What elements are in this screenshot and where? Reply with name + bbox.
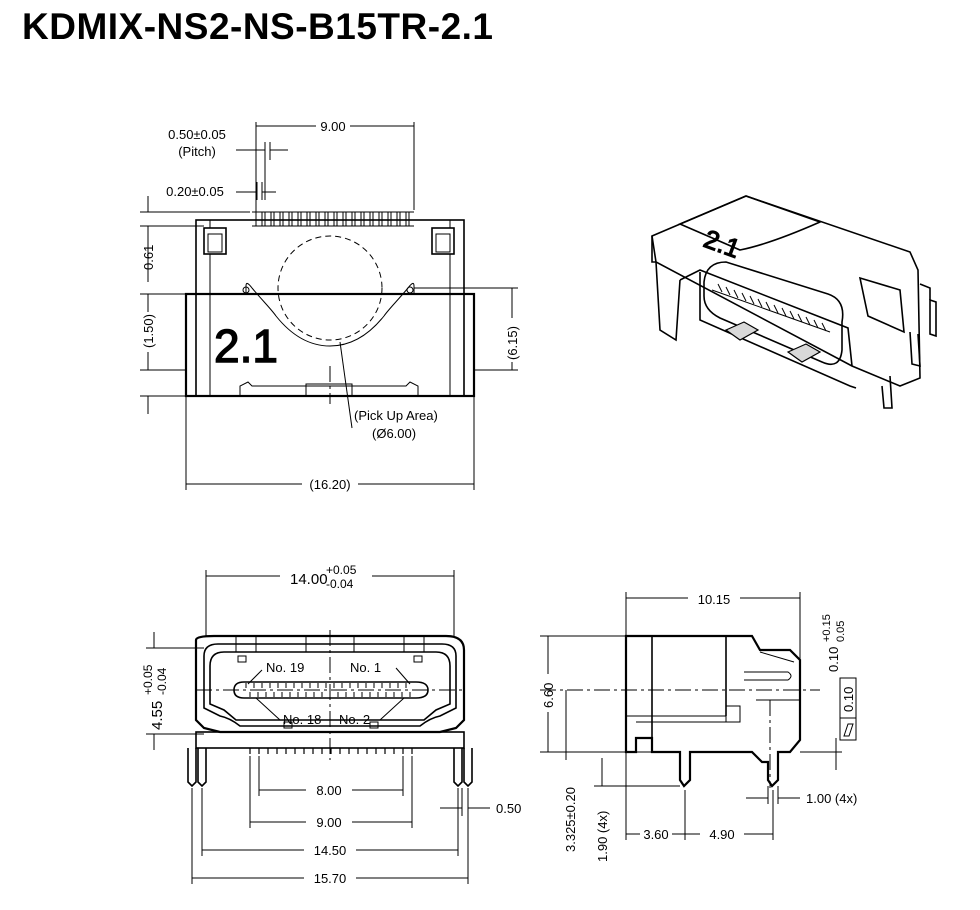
pickup-area-circle: [277, 235, 383, 341]
dim-14-50: 14.50: [314, 843, 347, 858]
dim-4-90: 4.90: [709, 827, 734, 842]
dim-15-70: 15.70: [314, 871, 347, 886]
dim-3-325: 3.325±0.20: [563, 787, 578, 852]
dim-4-55-tol-plus: +0.05: [141, 664, 155, 695]
top-view: 2.1 9.00 0.50±0.05 (Pitch) 0.20±0.05 0.6…: [140, 119, 520, 492]
drawing-title: KDMIX-NS2-NS-B15TR-2.1: [22, 6, 494, 47]
front-view-shell: [194, 634, 466, 734]
dim-0-10-nominal: 0.10: [826, 647, 841, 672]
marking-2-1: 2.1: [214, 320, 278, 372]
dim-16-20: (16.20): [309, 477, 350, 492]
flatness-control-frame: 0.10: [839, 677, 857, 741]
dim-3-60: 3.60: [643, 827, 668, 842]
dim-pin-width: 0.20±0.05: [166, 184, 224, 199]
dim-4-55: 4.55: [149, 701, 166, 730]
dim-0-61: 0.61: [141, 245, 156, 270]
dim-6-60: 6.60: [541, 683, 556, 708]
dim-0-50: 0.50: [496, 801, 521, 816]
dim-1-00: 1.00 (4x): [806, 791, 857, 806]
label-pin-18: No. 18: [283, 712, 321, 727]
dim-4-55-tol-minus: -0.04: [155, 667, 169, 695]
dim-14-00-tol-plus: +0.05: [326, 563, 357, 577]
dim-14-00-tol-minus: -0.04: [326, 577, 354, 591]
isometric-view: 2.1: [651, 195, 937, 409]
flatness-icon: [843, 723, 854, 737]
label-pin-1: No. 1: [350, 660, 381, 675]
top-view-pins: [252, 211, 414, 227]
dim-1-90: 1.90 (4x): [595, 811, 610, 862]
pickup-area-label: (Pick Up Area): [354, 408, 438, 423]
dim-pitch: 0.50±0.05: [168, 127, 226, 142]
flatness-value: 0.10: [841, 687, 856, 712]
dim-pitch-label: (Pitch): [178, 144, 216, 159]
dim-1-50: (1.50): [141, 314, 156, 348]
dim-6-15: (6.15): [505, 326, 520, 360]
pickup-area-diameter: (Ø6.00): [372, 426, 416, 441]
dim-0-10-tol-plus: +0.15: [821, 614, 833, 642]
label-pin-19: No. 19: [266, 660, 304, 675]
iso-marking-2-1: 2.1: [700, 223, 744, 264]
dim-9-00-top: 9.00: [320, 119, 345, 134]
front-view: No. 19 No. 1 No. 18 No. 2 14.00 +0.05 -0…: [141, 563, 521, 886]
dim-14-00: 14.00: [290, 571, 328, 588]
side-view: 10.15 6.60 3.325±0.20 1.90 (4x) 3.60 4.9…: [540, 592, 857, 862]
dim-9-00-front: 9.00: [316, 815, 341, 830]
label-pin-2: No. 2: [339, 712, 370, 727]
dim-0-10-tol-minus: 0.05: [835, 621, 847, 642]
dim-8-00: 8.00: [316, 783, 341, 798]
dim-10-15: 10.15: [698, 592, 731, 607]
